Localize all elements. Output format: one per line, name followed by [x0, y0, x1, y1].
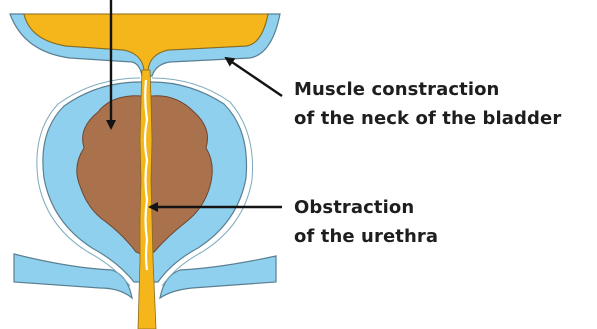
callout-urethra-line2: of the urethra — [294, 222, 438, 251]
callout-urethra-line1: Obstraction — [294, 193, 438, 222]
callout-urethra: Obstraction of the urethra — [294, 193, 438, 251]
callout-bladder-neck: Muscle constraction of the neck of the b… — [294, 75, 561, 133]
bladder-base-right — [160, 256, 276, 298]
arrow-pointer-icon — [226, 58, 282, 96]
callout-bladder-neck-line1: Muscle constraction — [294, 75, 561, 104]
callout-bladder-neck-line2: of the neck of the bladder — [294, 104, 561, 133]
